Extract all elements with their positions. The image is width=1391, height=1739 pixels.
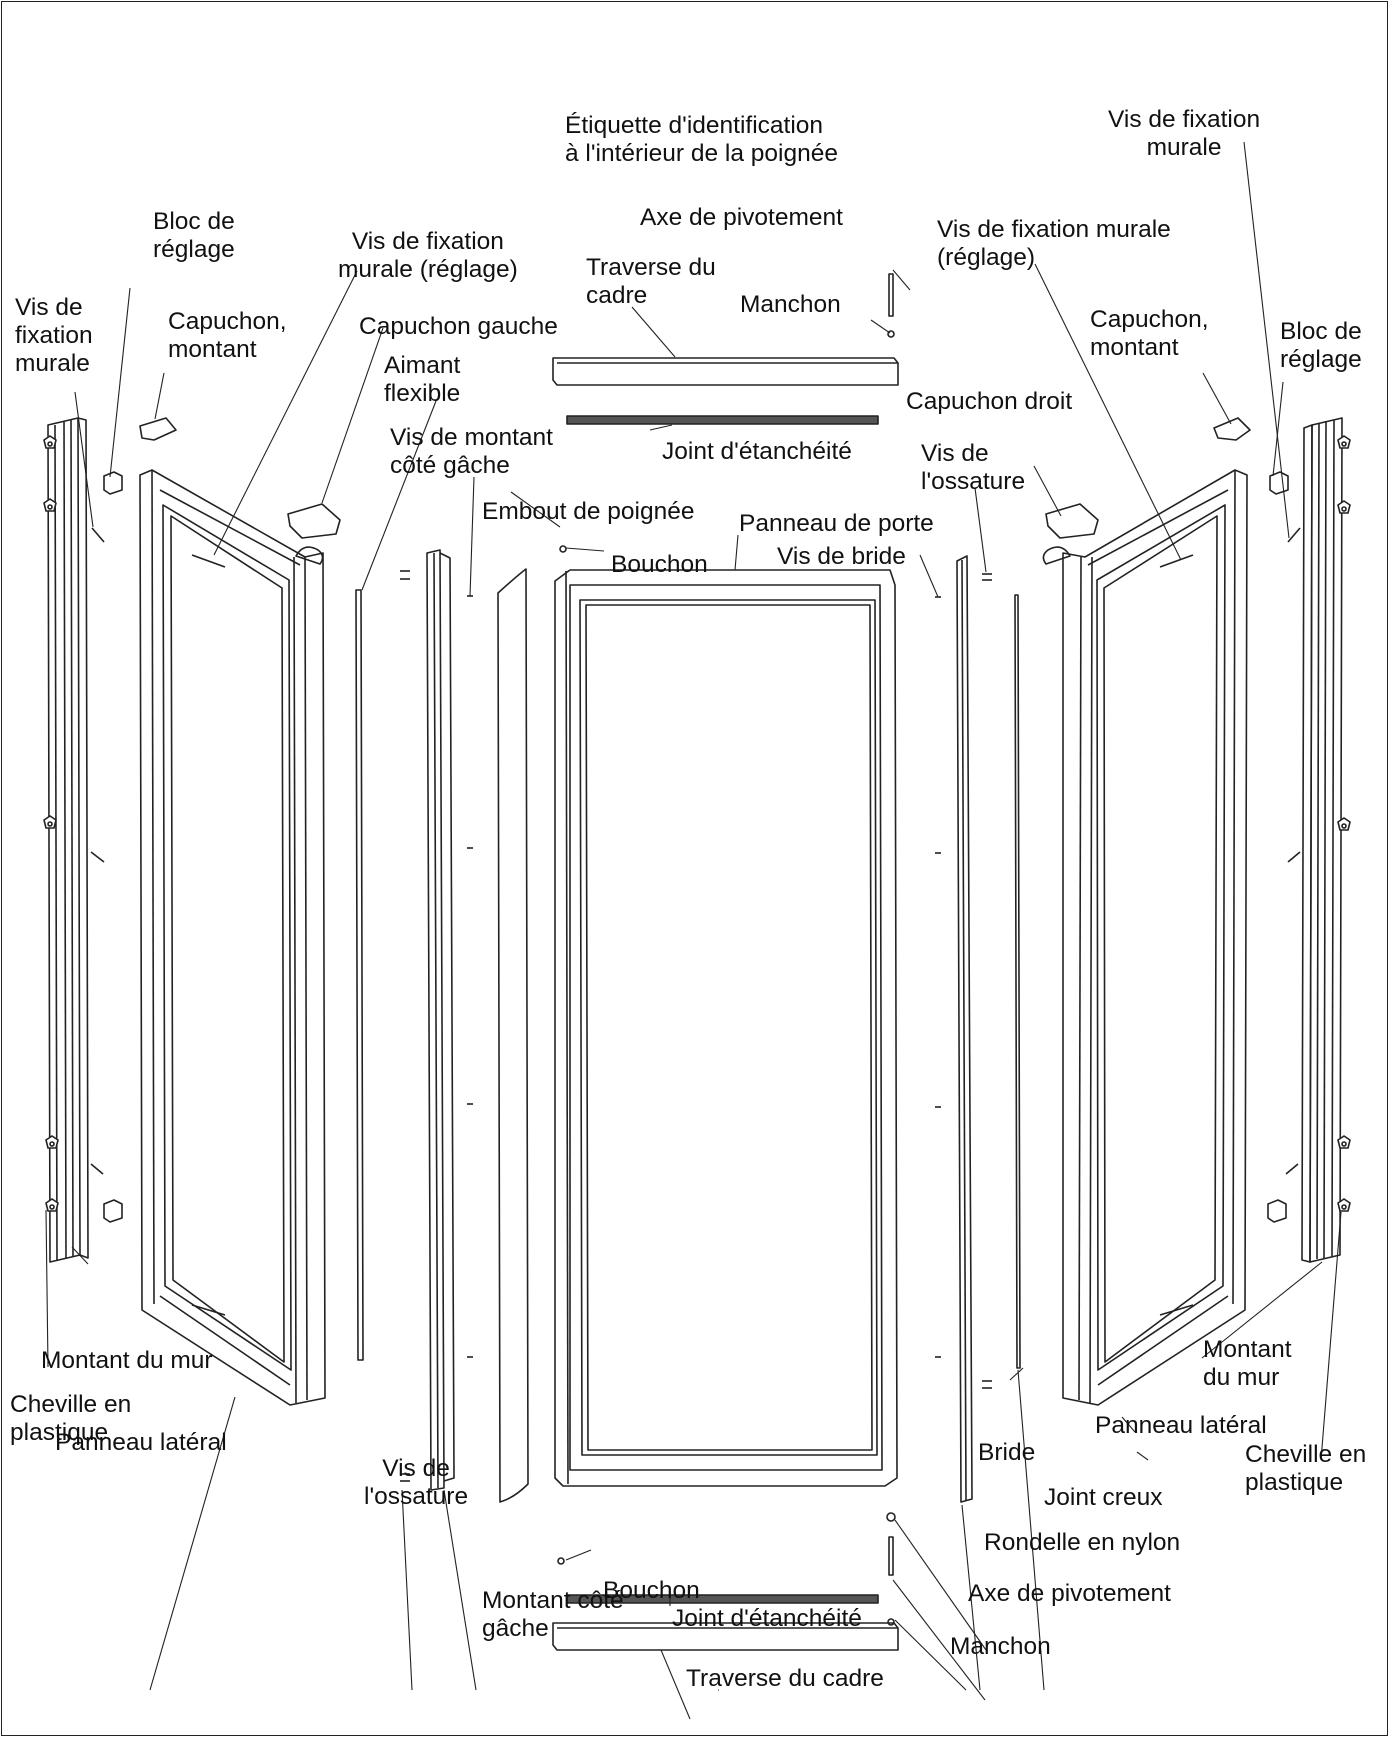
- label-id-tag: Étiquette d'identification à l'intérieur…: [565, 112, 839, 167]
- label-wall-screw-adjust-left: Vis de fixation murale (réglage): [338, 228, 518, 283]
- label-right-cap: Capuchon droit: [906, 388, 1073, 415]
- left-cap: [287, 503, 341, 539]
- label-left-cap: Capuchon gauche: [359, 313, 558, 340]
- label-sleeve-top: Manchon: [740, 291, 841, 318]
- label-plastic-anchor-right: Cheville en plastique: [1245, 1441, 1367, 1496]
- label-pivot-pin-bottom: Axe de pivotement: [968, 1580, 1171, 1607]
- right-plastic-anchors: [1337, 435, 1351, 1212]
- label-gasket-bottom: Joint d'étanchéité: [672, 1605, 862, 1632]
- label-adjust-block-left: Bloc de réglage: [153, 208, 235, 263]
- label-jamb-cap-right: Capuchon, montant: [1090, 306, 1209, 361]
- left-wall-screws: [90, 527, 105, 1175]
- door-panel: [554, 569, 898, 1487]
- label-strike-jamb-screw: Vis de montant côté gâche: [390, 424, 553, 479]
- hollow-seal: [1014, 594, 1021, 1369]
- right-adjustment-blocks: [1267, 471, 1289, 1223]
- label-handle-end-cap: Embout de poignée: [482, 498, 695, 525]
- flange-screws: [935, 596, 941, 1358]
- strike-frame-screws-top: [400, 570, 410, 1482]
- right-side-panel: [1042, 469, 1248, 1406]
- plug-bottom: [557, 1557, 565, 1565]
- label-flange: Bride: [978, 1439, 1036, 1466]
- label-adjust-block-right: Bloc de réglage: [1280, 318, 1362, 373]
- label-frame-screw-right: Vis de l'ossature: [921, 440, 1026, 495]
- label-sleeve-bottom: Manchon: [950, 1633, 1051, 1660]
- top-gasket: [566, 415, 879, 425]
- pivot-pin-bottom: [886, 1512, 896, 1626]
- left-wall-jamb: [47, 417, 89, 1263]
- label-wall-jamb-left: Montant du mur: [41, 1347, 213, 1374]
- label-side-panel-right: Panneau latéral: [1095, 1412, 1267, 1439]
- right-cap-jamb: [1213, 417, 1251, 441]
- right-wall-screws: [1285, 527, 1301, 1175]
- left-adjustment-blocks: [103, 471, 123, 1223]
- label-frame-screw-left: Vis de l'ossature: [364, 1455, 469, 1510]
- left-side-panel: [139, 469, 326, 1406]
- bottom-gasket: [566, 1594, 879, 1604]
- label-plastic-anchor-left: Cheville en plastique: [10, 1391, 132, 1446]
- flange: [956, 555, 973, 1503]
- label-strike-jamb: Montant côté gâche: [482, 1587, 624, 1642]
- label-flexible-magnet: Aimant flexible: [384, 352, 461, 407]
- left-flexible-magnet: [355, 589, 364, 1361]
- handle-end-cap: [497, 568, 529, 1503]
- label-hollow-seal: Joint creux: [1044, 1484, 1163, 1511]
- right-cap: [1045, 503, 1099, 539]
- label-nylon-washer: Rondelle en nylon: [984, 1529, 1181, 1556]
- plug-top: [559, 545, 567, 553]
- leader-lines: [45, 141, 1342, 1720]
- label-jamb-cap-left: Capuchon, montant: [168, 308, 287, 363]
- right-wall-jamb: [1301, 417, 1343, 1263]
- left-cap-jamb: [139, 417, 177, 441]
- top-frame-rail: [552, 357, 899, 386]
- strike-jamb-screws: [467, 595, 473, 1358]
- label-gasket-top: Joint d'étanchéité: [662, 438, 852, 465]
- frame-screws-right: [982, 573, 992, 1389]
- label-plug-bottom: Bouchon: [603, 1577, 700, 1604]
- label-side-panel-left: Panneau latéral: [55, 1429, 227, 1456]
- strike-jamb: [426, 549, 455, 1491]
- label-pivot-pin-top: Axe de pivotement: [640, 204, 843, 231]
- pivot-pin-top: [887, 273, 895, 338]
- label-wall-jamb-right: Montant du mur: [1203, 1336, 1292, 1391]
- label-wall-screw-right: Vis de fixation murale: [1108, 106, 1261, 161]
- label-flange-screw: Vis de bride: [777, 543, 906, 570]
- label-door-panel: Panneau de porte: [739, 510, 934, 537]
- left-plastic-anchors: [43, 435, 59, 1212]
- label-wall-screw-adjust-right: Vis de fixation murale (réglage): [937, 216, 1171, 271]
- label-frame-rail-top: Traverse du cadre: [586, 254, 716, 309]
- label-plug-top: Bouchon: [611, 551, 708, 578]
- label-frame-rail-bottom: Traverse du cadre: [686, 1665, 884, 1692]
- label-wall-screw-left: Vis de fixation murale: [15, 294, 93, 377]
